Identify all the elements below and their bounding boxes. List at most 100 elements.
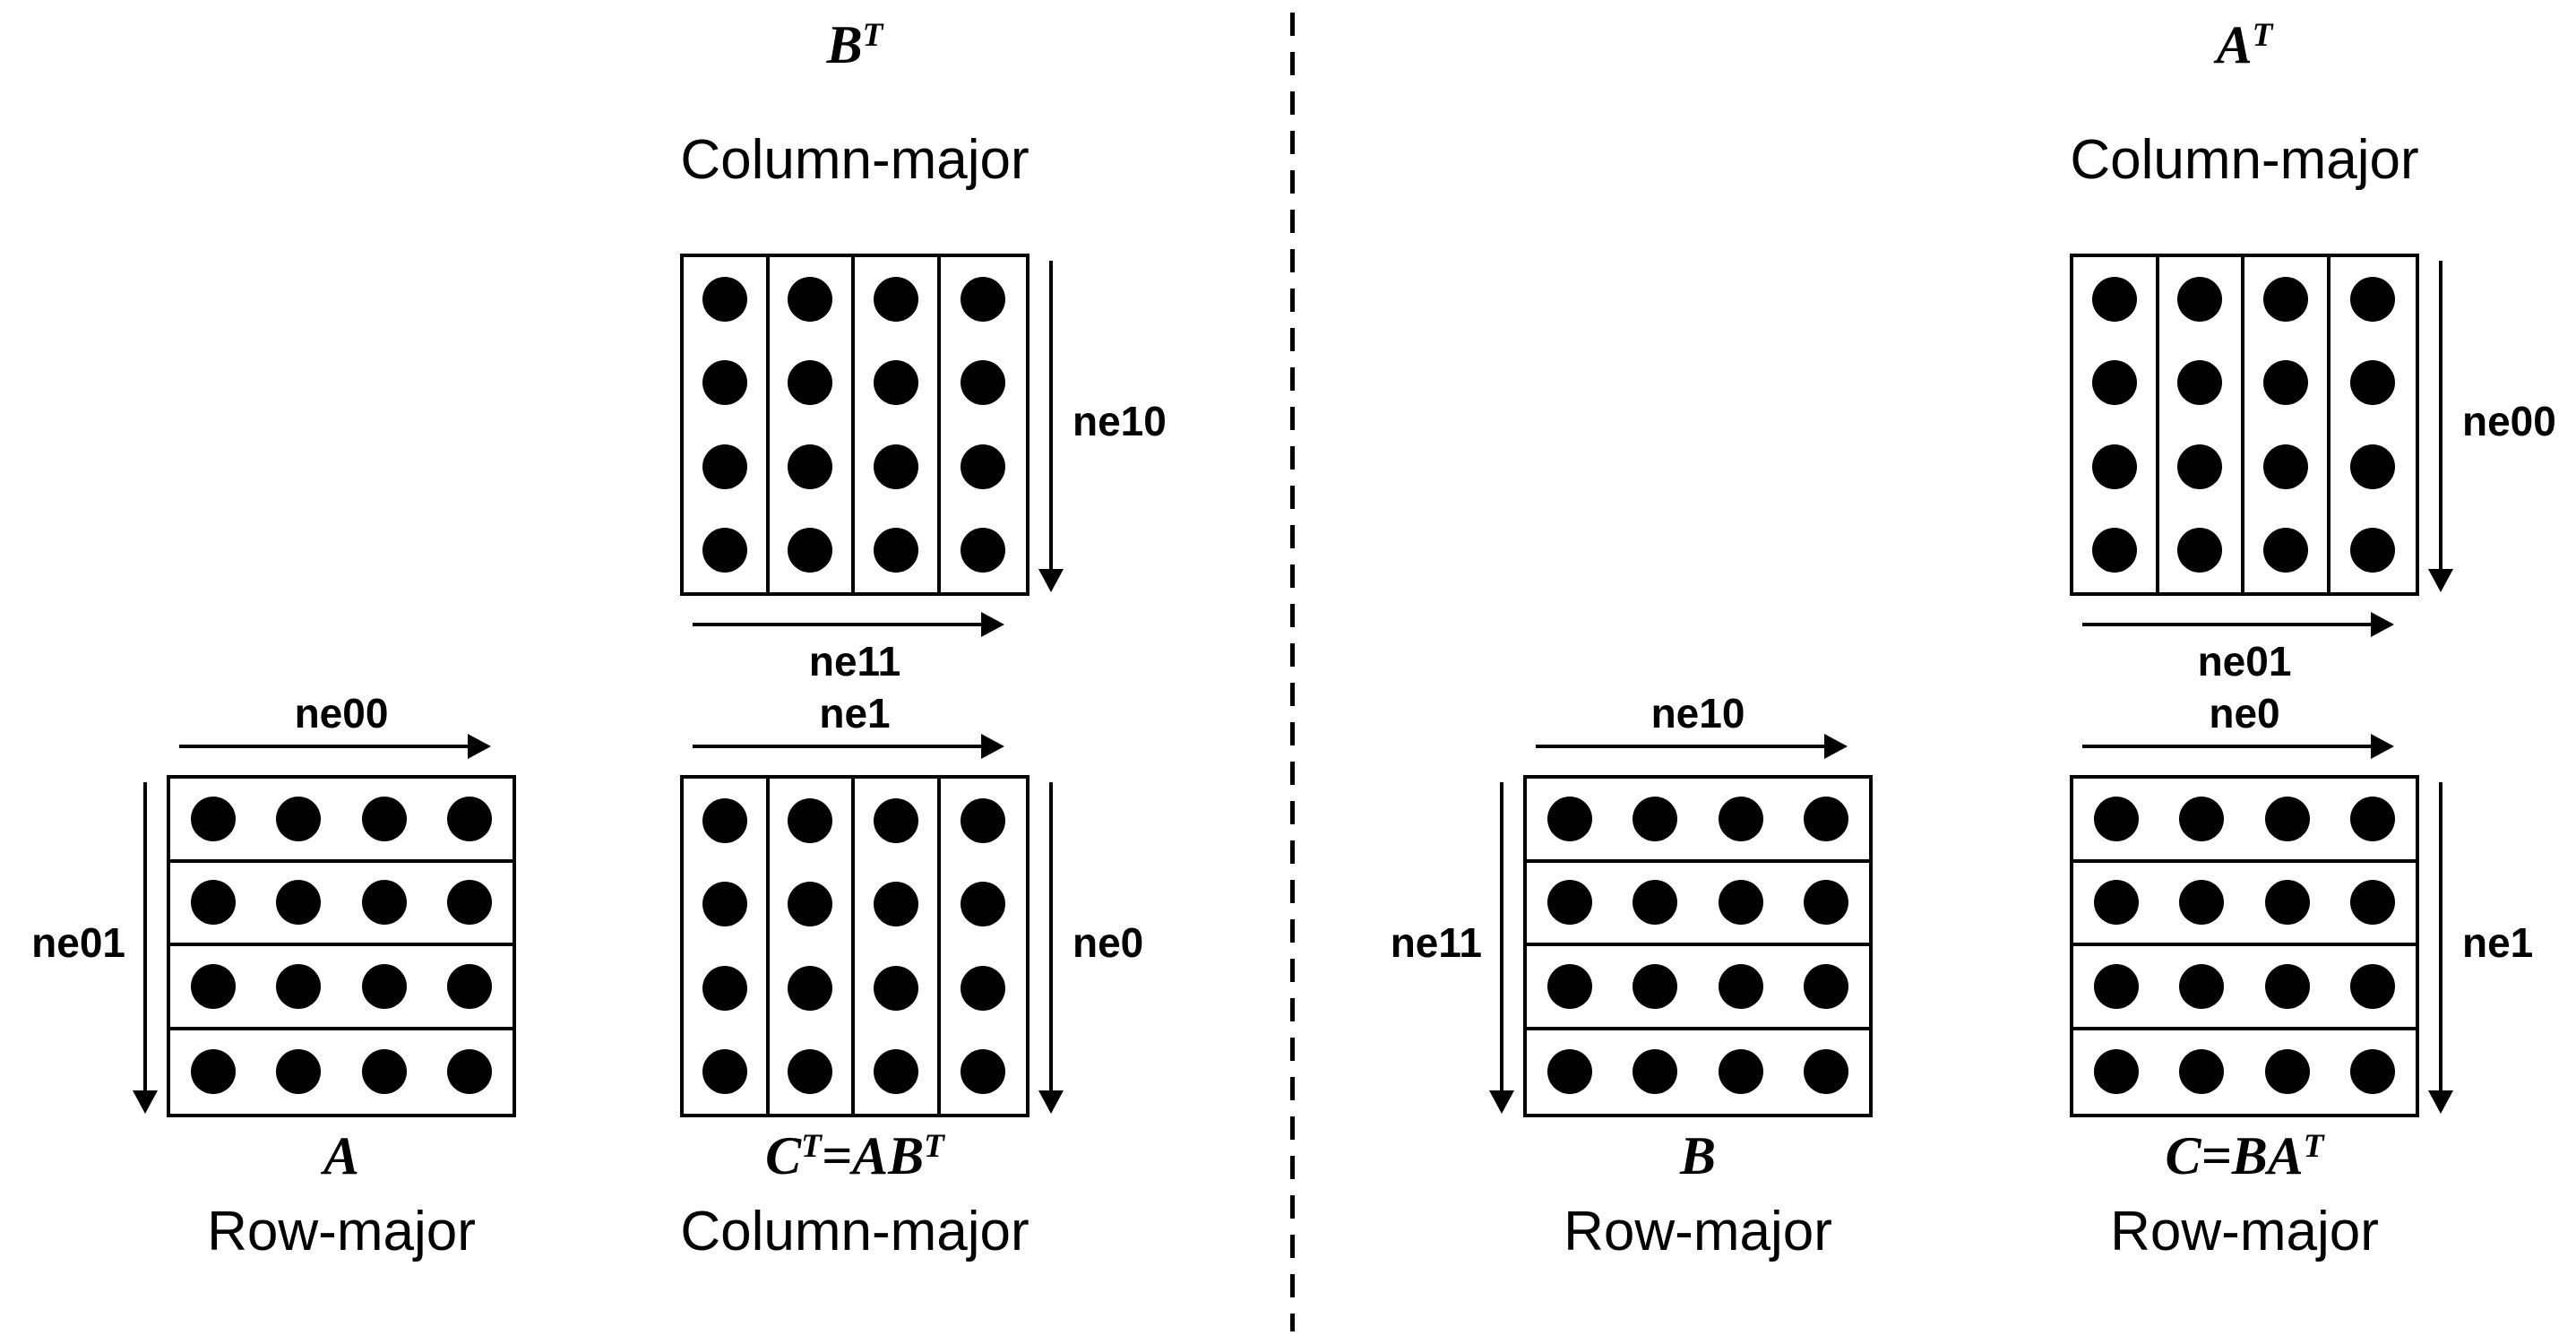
matrix-dot	[2179, 1049, 2225, 1095]
matrix-cell	[770, 508, 855, 592]
matrix-cell	[2158, 863, 2244, 946]
right-ne11-label: ne11	[1390, 919, 1482, 966]
matrix-cell	[426, 946, 513, 1030]
matrix-dot	[961, 1049, 1006, 1095]
right-ne10-label: ne10	[1650, 690, 1745, 737]
matrix-cell	[2330, 341, 2417, 426]
matrix-dot	[2093, 880, 2139, 926]
matrix-dot	[873, 528, 918, 573]
matrix-ct-layout: Column-major	[680, 1201, 1030, 1262]
matrix-cell	[1612, 779, 1698, 863]
matrix-group-b: ne10 ne11 B Row-major	[1391, 693, 1873, 1262]
matrix-cell	[341, 779, 427, 863]
matrix-cell	[855, 779, 941, 863]
matrix-dot	[2091, 360, 2137, 406]
matrix-dot	[447, 1049, 493, 1095]
matrix-dot	[190, 1049, 236, 1095]
matrix-bt-layout: Column-major	[680, 129, 1030, 191]
left-ne01-label: ne01	[31, 919, 125, 966]
matrix-dot	[1804, 880, 1849, 926]
matrix-dot	[788, 276, 833, 322]
name-sup1: T	[2252, 17, 2273, 55]
left-ne10-label: ne10	[1073, 398, 1167, 444]
matrix-cell	[2244, 425, 2330, 509]
matrix-cell	[684, 862, 770, 946]
matrix-dot	[788, 528, 833, 573]
matrix-cell	[2159, 340, 2244, 425]
matrix-dot	[2350, 796, 2396, 841]
left-ne0-label: ne0	[1073, 919, 1144, 966]
matrix-dot	[190, 880, 236, 926]
matrix-dot	[2350, 963, 2396, 1009]
matrix-dot	[702, 882, 747, 927]
left-ne1-label: ne1	[819, 690, 891, 737]
matrix-cell	[684, 425, 770, 509]
matrix-dot	[1633, 880, 1678, 926]
matrix-dot	[1718, 880, 1763, 926]
matrix-at-name: AT	[2217, 15, 2273, 74]
matrix-group-ct: ne1 ne0 CT=ABT Column-major	[680, 693, 1143, 1262]
matrix-cell	[770, 340, 855, 425]
matrix-group-at: AT Column-major ne00 ne01	[2070, 15, 2556, 682]
matrix-cell	[2158, 779, 2244, 863]
matrix-dot	[1718, 1049, 1763, 1095]
matrix-dot	[702, 1049, 747, 1095]
name-base1: A	[323, 1126, 360, 1185]
matrix-dot	[702, 276, 747, 322]
matrix-dot	[788, 965, 833, 1011]
matrix-dot	[2177, 528, 2223, 573]
matrix-dot	[788, 444, 833, 489]
matrix-dot	[276, 963, 322, 1009]
matrix-cell	[2073, 425, 2159, 509]
matrix-dot	[2091, 444, 2137, 489]
matrix-cell	[855, 425, 941, 509]
matrix-dot	[2093, 1049, 2139, 1095]
matrix-dot	[873, 1049, 918, 1095]
matrix-cell	[684, 257, 770, 341]
matrix-cell	[2159, 1030, 2245, 1115]
matrix-cell	[2073, 257, 2159, 341]
left-ne00-arrow-right-icon	[179, 745, 470, 748]
matrix-cell	[341, 946, 427, 1030]
matrix-cell	[1527, 1030, 1613, 1115]
matrix-cell	[2073, 863, 2159, 946]
matrix-dot	[2177, 360, 2223, 406]
matrix-dot	[2179, 796, 2225, 841]
matrix-dot	[961, 528, 1006, 573]
matrix-cell	[2330, 946, 2416, 1030]
matrix-cell	[2330, 1030, 2417, 1115]
matrix-dot	[961, 276, 1006, 322]
matrix-cell	[2244, 946, 2330, 1030]
name-sup1: T	[862, 17, 883, 55]
matrix-dot	[788, 1049, 833, 1095]
matrix-dot	[447, 963, 493, 1009]
matrix-dot	[190, 963, 236, 1009]
matrix-b-box	[1523, 775, 1873, 1117]
matrix-dot	[873, 965, 918, 1011]
matrix-dot	[1546, 796, 1592, 841]
matrix-dot	[702, 965, 747, 1011]
matrix-cell	[1612, 946, 1698, 1030]
matrix-a-name: A	[323, 1126, 359, 1185]
matrix-dot	[276, 796, 322, 841]
left-ne01-arrow-down-icon	[143, 782, 147, 1092]
matrix-dot	[2262, 276, 2308, 322]
left-ne1-arrow-right-icon	[693, 745, 983, 748]
matrix-cell	[256, 1030, 342, 1115]
name-base1: C	[765, 1126, 802, 1185]
matrix-dot	[2262, 444, 2308, 489]
matrix-dot	[961, 797, 1006, 843]
matrix-b-name: B	[1680, 1126, 1716, 1185]
matrix-dot	[361, 880, 407, 926]
matrix-dot	[961, 360, 1006, 406]
matrix-cell	[941, 341, 1027, 426]
matrix-c-box	[2070, 775, 2419, 1117]
matrix-cell	[170, 863, 256, 946]
matrix-cell	[170, 946, 256, 1030]
matrix-cell	[255, 779, 341, 863]
matrix-cell	[2244, 863, 2330, 946]
matrix-cell	[2073, 340, 2159, 425]
matrix-dot	[2264, 880, 2310, 926]
matrix-cell	[1698, 863, 1784, 946]
matrix-dot	[276, 880, 322, 926]
